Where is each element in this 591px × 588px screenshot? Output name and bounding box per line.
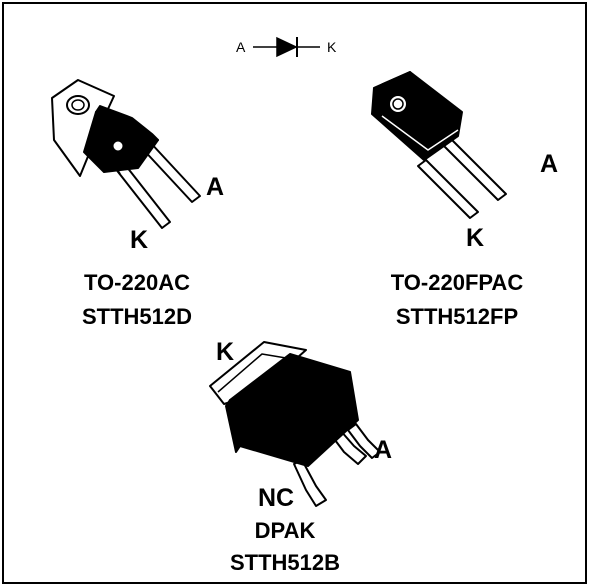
to220ac-pin-k-label: K [130, 226, 149, 254]
to220fpac-package [371, 71, 507, 219]
to220fpac-pin-a-label: A [540, 150, 559, 178]
dpak-pin-nc-label: NC [258, 484, 295, 512]
to220ac-package-name: TO-220AC [84, 270, 190, 295]
to220fpac-pin-k-label: K [466, 224, 485, 252]
to220ac-pin-a-label: A [206, 173, 225, 201]
dpak-pin-a-label: A [374, 436, 393, 464]
to220ac-part-number: STTH512D [81, 304, 193, 329]
dpak-part-number: STTH512B [229, 550, 341, 575]
diode-symbol [253, 36, 320, 58]
dpak-package-name: DPAK [254, 518, 316, 543]
dpak-pin-k-label: K [216, 338, 235, 366]
to220fpac-package-name: TO-220FPAC [390, 270, 524, 295]
symbol-anode-label: A [236, 39, 246, 55]
dpak-package [209, 341, 381, 507]
figure-frame [2, 2, 587, 584]
to220ac-package [51, 79, 201, 229]
symbol-cathode-label: K [327, 39, 337, 55]
to220fpac-part-number: STTH512FP [395, 304, 519, 329]
